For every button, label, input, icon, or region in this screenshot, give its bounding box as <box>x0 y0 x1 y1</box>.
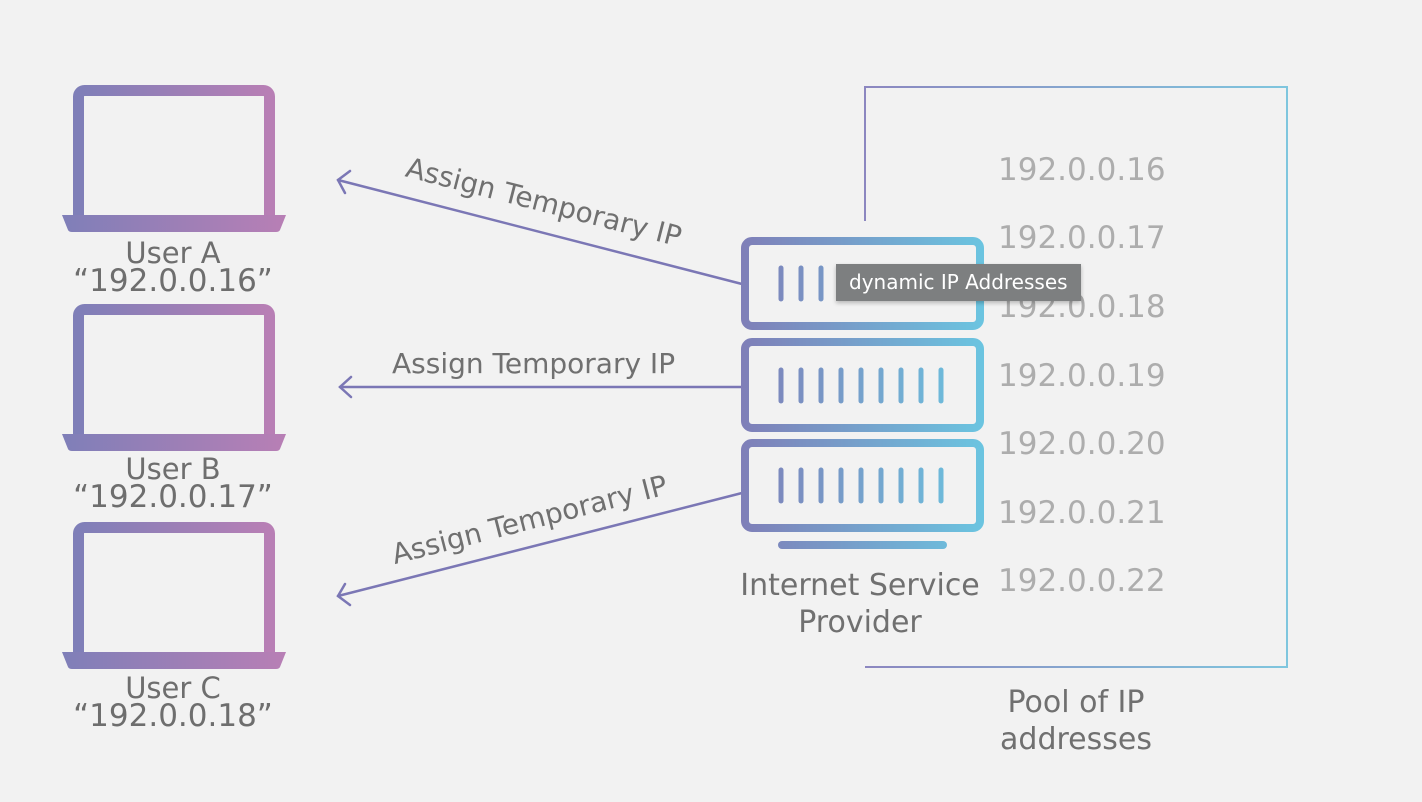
isp-label-line2: Provider <box>798 605 922 640</box>
user-a-ip: “192.0.0.16” <box>73 263 273 299</box>
laptop-icon-user-a <box>62 85 286 232</box>
isp-label: Internet Service Provider <box>730 567 990 641</box>
arrow-to-user-b <box>338 375 750 399</box>
pool-label-line1: Pool of IP <box>1007 685 1145 720</box>
user-c-ip: “192.0.0.18” <box>73 698 273 734</box>
pool-label-line2: addresses <box>1000 722 1152 757</box>
arrow-to-user-c <box>336 491 744 607</box>
tooltip: dynamic IP Addresses <box>836 264 1081 301</box>
pool-label: Pool of IP addresses <box>976 684 1176 758</box>
arrow-to-user-a <box>336 169 744 286</box>
ip-pool-bracket <box>864 86 1288 668</box>
arrow-label-user-b: Assign Temporary IP <box>392 347 676 380</box>
user-c-name: User C <box>125 671 221 705</box>
pool-ip-item: 192.0.0.16 <box>998 152 1166 188</box>
pool-ip-item: 192.0.0.22 <box>998 563 1166 599</box>
isp-label-line1: Internet Service <box>740 568 980 603</box>
laptop-icon-user-b <box>62 304 286 451</box>
pool-ip-item: 192.0.0.19 <box>998 358 1166 394</box>
pool-ip-item: 192.0.0.21 <box>998 495 1166 531</box>
laptop-icon-user-c <box>62 522 286 669</box>
user-a-name: User A <box>125 236 221 270</box>
pool-ip-item: 192.0.0.17 <box>998 220 1166 256</box>
user-b-ip: “192.0.0.17” <box>73 479 273 515</box>
user-b-name: User B <box>125 452 221 486</box>
pool-ip-item: 192.0.0.20 <box>998 426 1166 462</box>
